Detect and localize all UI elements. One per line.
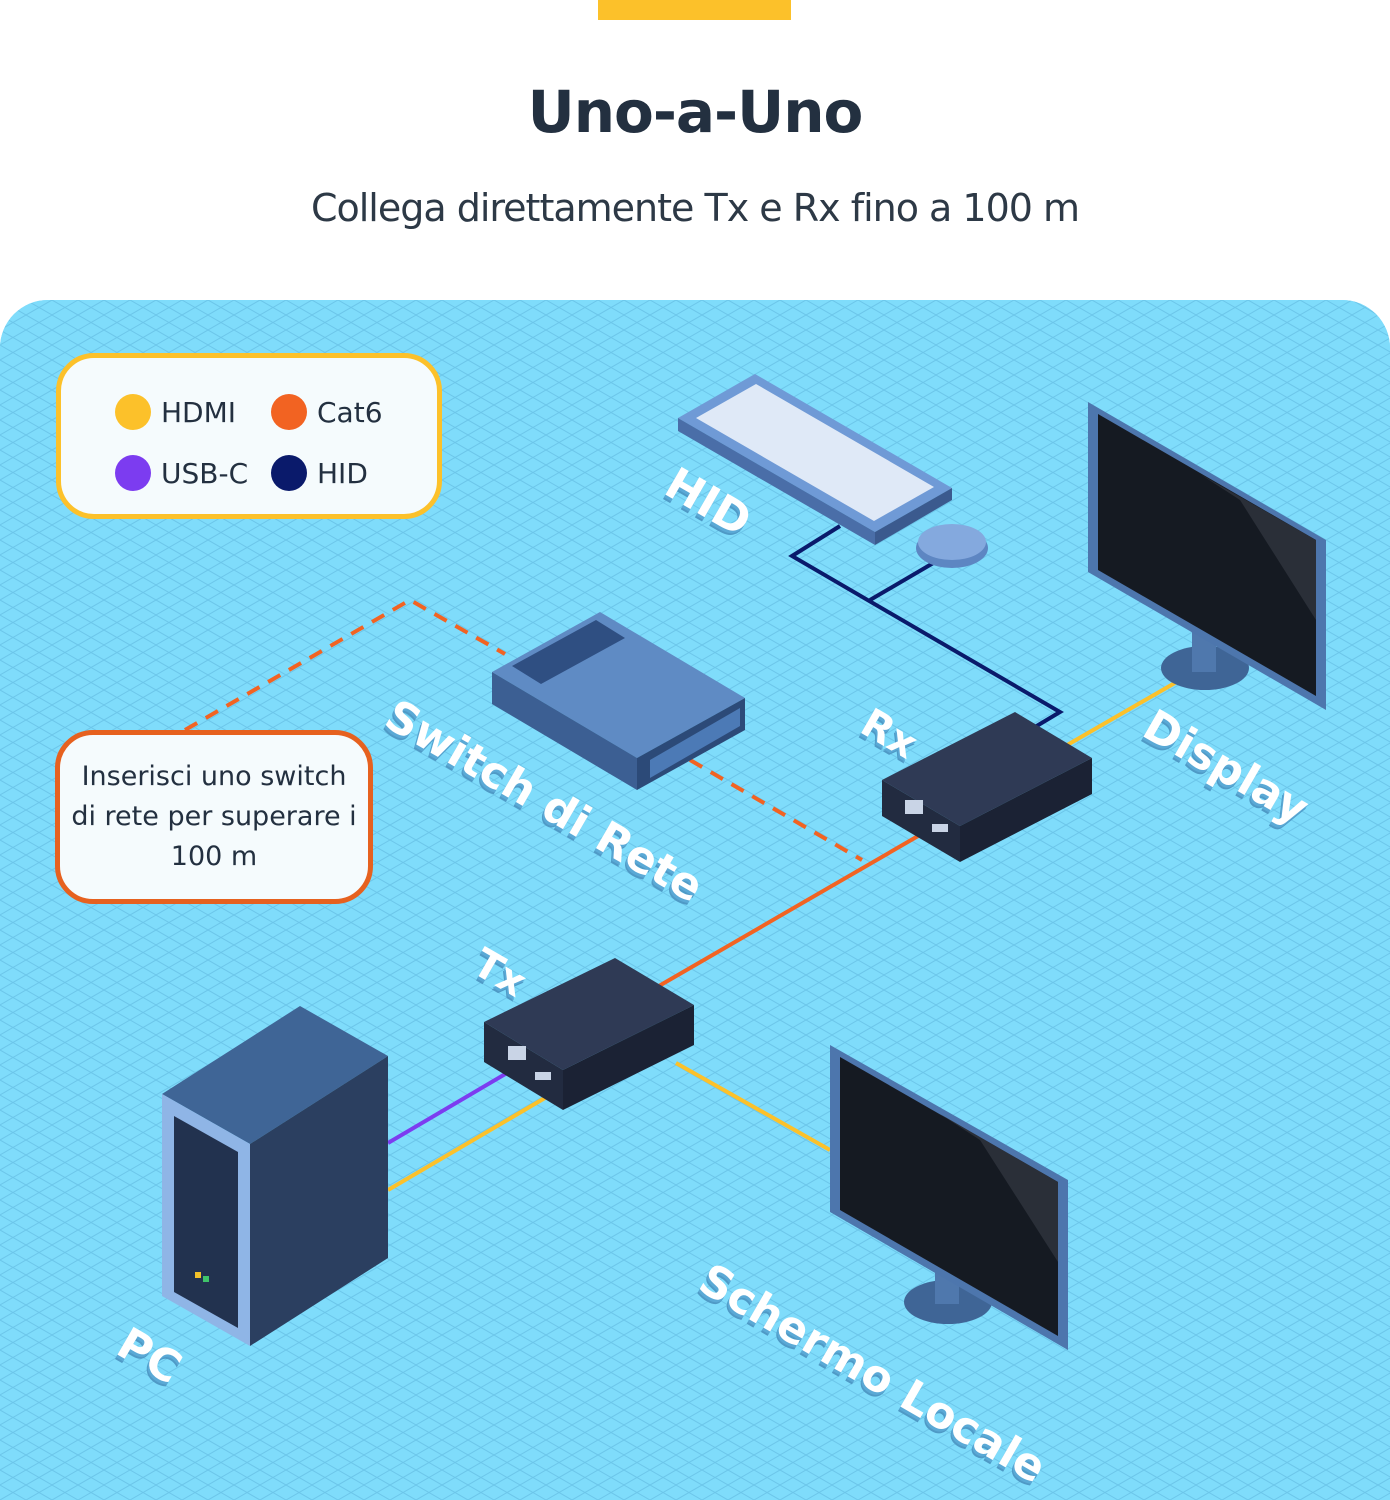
- usbc-cable-pc: [386, 1068, 514, 1145]
- cat6-dot-icon: [271, 394, 307, 430]
- page-subtitle: Collega direttamente Tx e Rx fino a 100 …: [310, 186, 1080, 230]
- page-title: Uno-a-Uno: [527, 78, 864, 146]
- tx-box-icon: [484, 958, 694, 1110]
- hdmi-dot-icon: [115, 394, 151, 430]
- legend: HDMI Cat6 USB-C HID: [56, 353, 442, 519]
- usbc-dot-icon: [115, 455, 151, 491]
- mouse-icon: [916, 524, 988, 568]
- keyboard-icon: [678, 374, 952, 545]
- switch-note-text: Inserisci uno switch di rete per superar…: [71, 761, 357, 872]
- legend-label: Cat6: [317, 395, 383, 429]
- legend-item-usbc: USB-C: [115, 455, 248, 491]
- switch-note-callout: Inserisci uno switch di rete per superar…: [55, 730, 373, 904]
- legend-item-cat6: Cat6: [271, 394, 383, 430]
- hid-dot-icon: [271, 455, 307, 491]
- legend-item-hid: HID: [271, 455, 368, 491]
- legend-label: USB-C: [161, 456, 249, 490]
- hid-cable-mouse: [868, 560, 937, 602]
- pc-tower-icon: [162, 1006, 388, 1346]
- cat6-cable-tx-rx: [650, 830, 927, 992]
- legend-label: HDMI: [161, 395, 237, 429]
- accent-bar: [598, 0, 791, 20]
- legend-label: HID: [317, 456, 368, 490]
- network-switch-icon: [492, 612, 745, 790]
- cat6-dashed-switch-rx: [688, 758, 864, 862]
- rx-box-icon: [882, 712, 1092, 862]
- hdmi-cable-local: [675, 1061, 831, 1152]
- hid-cable-keyboard: [788, 524, 1064, 732]
- hdmi-cable-pc: [386, 1093, 552, 1192]
- cables: [183, 524, 1181, 1192]
- local-screen-monitor-icon: [830, 1045, 1068, 1350]
- legend-item-hdmi: HDMI: [115, 394, 236, 430]
- display-monitor-icon: [1088, 402, 1326, 710]
- hdmi-cable-display: [1061, 678, 1181, 750]
